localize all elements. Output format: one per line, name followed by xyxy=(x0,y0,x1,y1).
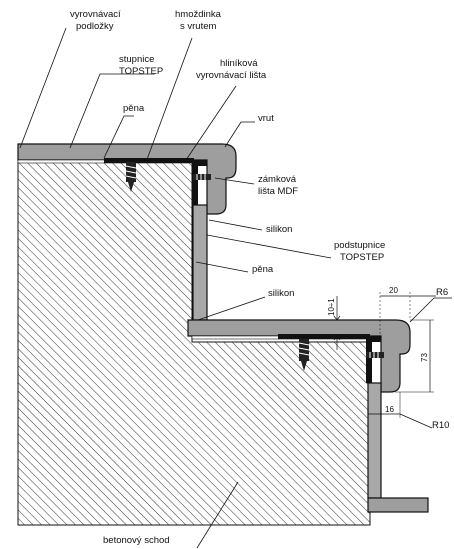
dim-nose-height-value: 73 xyxy=(420,353,429,362)
label-tread-1: stupnice xyxy=(119,54,154,65)
label-silicone-upper: silikon xyxy=(266,224,292,235)
next-tread-stub xyxy=(367,497,429,513)
dim-radius-top-value: R6 xyxy=(436,287,448,298)
screw-lower xyxy=(366,352,384,358)
dowel-upper xyxy=(125,162,137,192)
label-tread-2: TOPSTEP xyxy=(119,66,163,77)
label-lock-strip-2: lišta MDF xyxy=(258,186,298,197)
dimension-nose-height xyxy=(395,319,434,393)
label-foam-riser: pěna xyxy=(252,264,274,275)
label-dowel-2: s vrutem xyxy=(180,21,217,32)
dimension-overhang xyxy=(379,292,436,336)
label-silicone-lower: silikon xyxy=(268,288,294,299)
dim-gap-value: 10÷1 xyxy=(327,298,336,316)
dim-riser-offset-value: 16 xyxy=(385,405,394,414)
lock-strip-upper xyxy=(192,160,207,205)
label-foam-top: pěna xyxy=(123,103,145,114)
dimension-riser-offset xyxy=(368,392,433,429)
dimension-gap xyxy=(333,296,341,350)
screw-upper xyxy=(193,174,211,180)
label-leveling-pads-1: vyrovnávací xyxy=(70,9,121,20)
label-dowel-1: hmoždinka xyxy=(175,9,222,20)
dim-overhang-value: 20 xyxy=(389,286,398,295)
dim-radius-bottom-value: R10 xyxy=(432,420,449,431)
label-riser-2: TOPSTEP xyxy=(340,252,384,263)
label-aluminium-strip-2: vyrovnávací lišta xyxy=(196,70,267,81)
aluminium-strip-upper xyxy=(104,158,194,163)
label-riser-1: podstupnice xyxy=(334,240,385,251)
dowel-lower xyxy=(298,339,310,371)
label-screw: vrut xyxy=(258,113,274,124)
aluminium-strip-lower xyxy=(278,334,370,339)
lock-strip-lower xyxy=(366,336,381,383)
label-concrete-step: betonový schod xyxy=(103,535,170,546)
label-aluminium-strip-1: hliníková xyxy=(220,58,258,69)
label-leveling-pads-2: podložky xyxy=(76,21,114,32)
label-lock-strip-1: zámková xyxy=(258,174,297,185)
lower-riser xyxy=(367,382,382,499)
